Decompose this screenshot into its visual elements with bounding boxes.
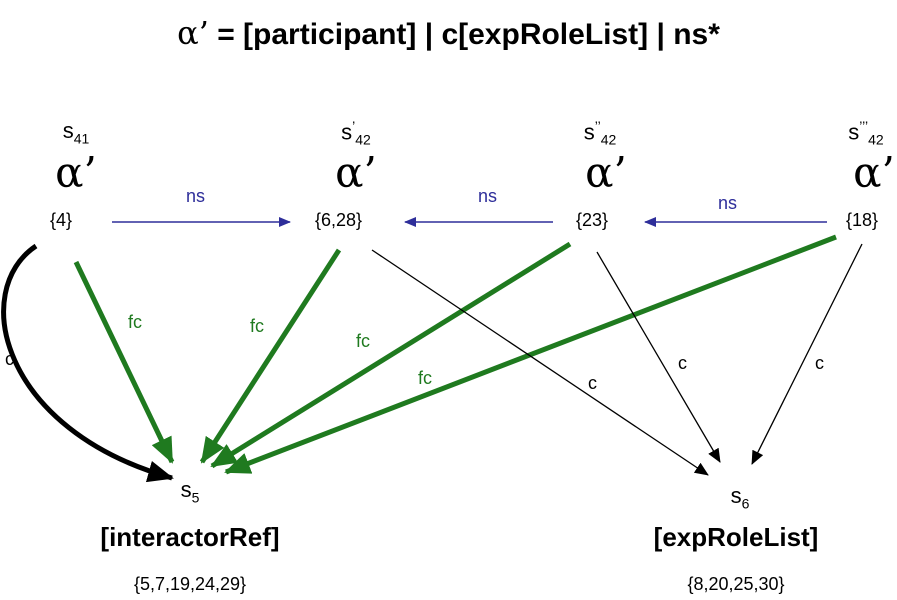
edge-c-s42b-s6 xyxy=(596,251,721,463)
edge-fc-s42c-s5 xyxy=(224,234,837,475)
edge-label-fc-4: fc xyxy=(418,368,433,388)
title-rule: = [participant] | c[expRoleList] | ns* xyxy=(208,18,720,51)
diagram-title: α’ = [participant] | c[expRoleList] | ns… xyxy=(0,14,897,52)
node-s42b-state: s’’42 xyxy=(583,118,617,148)
node-s6-set: {8,20,25,30} xyxy=(687,574,785,594)
edge-label-ns-3: ns xyxy=(718,193,738,213)
edge-c-s42a-s6 xyxy=(371,249,709,476)
node-s42a-alpha: α’ xyxy=(335,148,377,197)
edge-label-ns-1: ns xyxy=(186,186,206,206)
edge-label-c-4: c xyxy=(815,353,824,373)
edge-label-c-3: c xyxy=(678,353,687,373)
edge-c-s42c-s6 xyxy=(751,243,863,465)
edge-c-s41-s5 xyxy=(1,243,174,483)
edge-fc-s42b-s5 xyxy=(210,241,572,469)
node-s5-state: s5 xyxy=(180,477,200,506)
node-s5-set: {5,7,19,24,29} xyxy=(133,574,247,594)
node-s41-set: {4} xyxy=(50,210,73,230)
node-s42b-alpha: α’ xyxy=(585,148,627,197)
node-s42b-set: {23} xyxy=(576,210,609,230)
edge-fc-s42a-s5 xyxy=(199,248,342,464)
edge-label-fc-1: fc xyxy=(128,312,143,332)
edge-label-fc-3: fc xyxy=(356,331,371,351)
node-s5-label: [interactorRef] xyxy=(100,522,280,552)
node-s42c-state: s’’’42 xyxy=(848,118,884,148)
node-s42c-alpha: α’ xyxy=(853,148,895,197)
edge-label-ns-2: ns xyxy=(478,186,498,206)
node-s42a-state: s’42 xyxy=(341,118,371,148)
node-s41-alpha: α’ xyxy=(55,148,97,197)
node-s6-state: s6 xyxy=(730,483,750,512)
edge-label-c-1: c xyxy=(5,349,14,369)
edge-label-fc-2: fc xyxy=(250,316,265,336)
node-s42a-set: {6,28} xyxy=(315,210,363,230)
node-s41-state: s41 xyxy=(62,118,90,147)
edge-label-c-2: c xyxy=(588,373,597,393)
edge-fc-s41-s5 xyxy=(73,260,175,464)
title-alpha: α’ xyxy=(177,14,209,52)
node-s6-label: [expRoleList] xyxy=(653,522,819,552)
node-s42c-set: {18} xyxy=(846,210,879,230)
